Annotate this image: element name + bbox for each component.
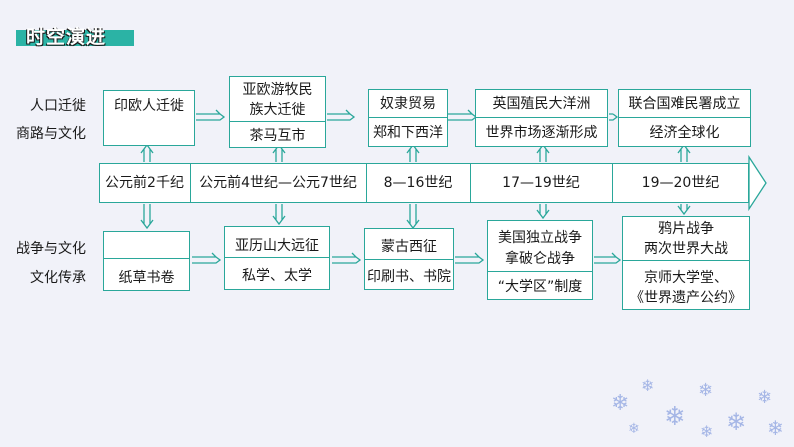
top-box-2-line2: 茶马互市 [249, 128, 306, 144]
snowflake-icon: ❄ [664, 402, 686, 432]
timeline-period-4: 17—19世纪 [502, 175, 580, 191]
section-header: 时空演进 [16, 22, 136, 48]
bottom-box-1-separator [104, 258, 189, 259]
top-box-slave-trade: 奴隶贸易 郑和下西洋 [368, 89, 448, 147]
timeline-period-1: 公元前2千纪 [105, 175, 184, 191]
bottom-box-5-line1: 鸦片战争 [658, 221, 714, 237]
bottom-box-papyrus: 纸草书卷 [103, 231, 190, 291]
bottom-box-3-line1: 蒙古西征 [381, 239, 437, 255]
top-box-3-line2: 郑和下西洋 [373, 125, 443, 141]
top-box-2-line1: 亚欧游牧民 [242, 82, 313, 98]
top-box-british-colony: 英国殖民大洋洲 世界市场逐渐形成 [475, 89, 608, 147]
bottom-box-2-line2: 私学、太学 [242, 268, 312, 284]
timeline-band [99, 163, 749, 203]
top-box-4-separator [476, 117, 607, 118]
top-box-2-separator [230, 121, 325, 122]
bottom-box-opium-war: 鸦片战争 两次世界大战 京师大学堂、 《世界遗产公约》 [622, 216, 750, 310]
bottom-box-4-separator [488, 271, 592, 272]
top-box-3-separator [369, 117, 447, 118]
snowflake-icon: ❄ [611, 391, 630, 416]
bottom-box-1-line2: 纸草书卷 [118, 270, 175, 286]
snowflake-icon: ❄ [757, 387, 773, 408]
top-box-4-line2: 世界市场逐渐形成 [485, 125, 598, 141]
snowflake-icon: ❄ [628, 421, 640, 437]
bottom-box-independence-war: 美国独立战争 拿破仑战争 “大学区”制度 [487, 220, 593, 300]
timeline-divider [366, 163, 367, 203]
snowflake-icon: ❄ [726, 408, 747, 436]
timeline-divider [470, 163, 471, 203]
bottom-box-5-line2b: 《世界遗产公约》 [630, 290, 742, 306]
top-box-indo-european: 印欧人迁徙 [103, 90, 195, 146]
snowflake-icon: ❄ [698, 380, 714, 401]
bottom-box-mongol: 蒙古西征 印刷书、书院 [364, 228, 454, 290]
bottom-box-4-line1b: 拿破仑战争 [505, 251, 575, 267]
bottom-box-3-separator [365, 259, 453, 260]
bottom-box-alexander: 亚历山大远征 私学、太学 [224, 226, 330, 290]
top-box-5-separator [619, 117, 750, 118]
snowflake-icon: ❄ [767, 416, 784, 440]
snowflake-icon: ❄ [641, 376, 655, 395]
bottom-box-5-separator [623, 260, 749, 261]
section-title: 时空演进 [26, 26, 107, 48]
row-label-war: 战争与文化 [16, 241, 86, 257]
timeline-period-2: 公元前4世纪—公元7世纪 [199, 175, 357, 191]
bottom-box-4-line2: “大学区”制度 [497, 279, 583, 295]
top-box-5-line1: 联合国难民署成立 [628, 96, 741, 112]
bottom-box-5-line2: 京师大学堂、 [644, 270, 728, 286]
snowflake-icon: ❄ [700, 422, 714, 441]
timeline-divider [190, 163, 191, 203]
top-box-2-line1b: 族大迁徙 [249, 102, 306, 118]
bottom-box-4-line1: 美国独立战争 [498, 230, 582, 246]
row-label-heritage: 文化传承 [30, 270, 86, 286]
top-box-3-line1: 奴隶贸易 [380, 96, 436, 112]
timeline-period-5: 19—20世纪 [641, 175, 720, 191]
top-box-nomad-migration: 亚欧游牧民 族大迁徙 茶马互市 [229, 76, 326, 148]
row-label-migration: 人口迁徙 [30, 98, 86, 114]
bottom-box-2-line1: 亚历山大远征 [235, 238, 319, 254]
timeline-divider [612, 163, 613, 203]
timeline-period-3: 8—16世纪 [383, 175, 453, 191]
bottom-box-5-line1b: 两次世界大战 [644, 241, 728, 257]
bottom-box-2-separator [225, 257, 329, 258]
header-highlight [16, 30, 134, 46]
bottom-box-3-line2: 印刷书、书院 [367, 269, 451, 285]
top-box-4-line1: 英国殖民大洋洲 [492, 96, 591, 112]
top-box-5-line2: 经济全球化 [649, 125, 720, 141]
top-box-1-line1: 印欧人迁徙 [114, 98, 184, 114]
top-box-unhcr: 联合国难民署成立 经济全球化 [618, 89, 751, 147]
row-label-trade: 商路与文化 [16, 126, 86, 142]
